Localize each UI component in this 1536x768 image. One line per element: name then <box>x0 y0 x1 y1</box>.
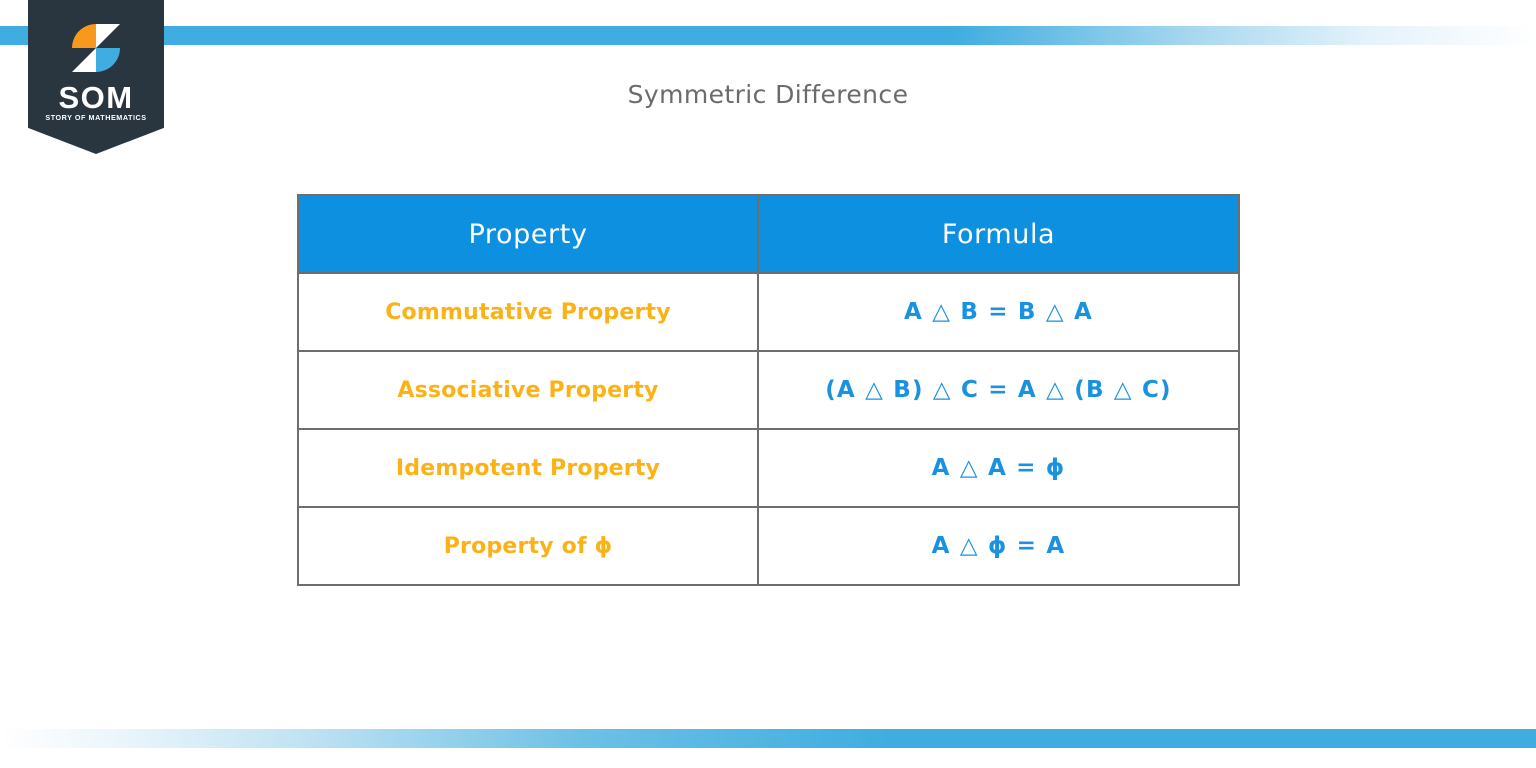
cell-formula: (A △ B) △ C = A △ (B △ C) <box>757 350 1240 430</box>
table-body: Commutative Property A △ B = B △ A Assoc… <box>297 272 1240 586</box>
top-accent-bar <box>0 26 1536 45</box>
table-row: Idempotent Property A △ A = ϕ <box>297 428 1240 508</box>
table-row: Associative Property (A △ B) △ C = A △ (… <box>297 350 1240 430</box>
table-header: Property Formula <box>297 194 1240 274</box>
page-title: Symmetric Difference <box>627 80 909 109</box>
cell-formula: A △ B = B △ A <box>757 272 1240 352</box>
som-monogram-icon <box>72 24 120 72</box>
column-header-property: Property <box>297 194 759 274</box>
table-row: Property of ϕ A △ ϕ = A <box>297 506 1240 586</box>
table-header-row: Property Formula <box>297 194 1240 274</box>
som-logo: SOM STORY OF MATHEMATICS <box>28 0 164 154</box>
cell-property: Property of ϕ <box>297 506 759 586</box>
cell-property: Idempotent Property <box>297 428 759 508</box>
cell-property: Associative Property <box>297 350 759 430</box>
table-row: Commutative Property A △ B = B △ A <box>297 272 1240 352</box>
cell-formula: A △ ϕ = A <box>757 506 1240 586</box>
cell-property: Commutative Property <box>297 272 759 352</box>
column-header-formula: Formula <box>757 194 1240 274</box>
logo-wordmark: SOM <box>58 80 134 115</box>
bottom-accent-bar <box>0 729 1536 748</box>
properties-table-container: Property Formula Commutative Property A … <box>297 194 1240 586</box>
logo-tagline: STORY OF MATHEMATICS <box>45 113 147 122</box>
cell-formula: A △ A = ϕ <box>757 428 1240 508</box>
properties-table: Property Formula Commutative Property A … <box>297 194 1240 586</box>
